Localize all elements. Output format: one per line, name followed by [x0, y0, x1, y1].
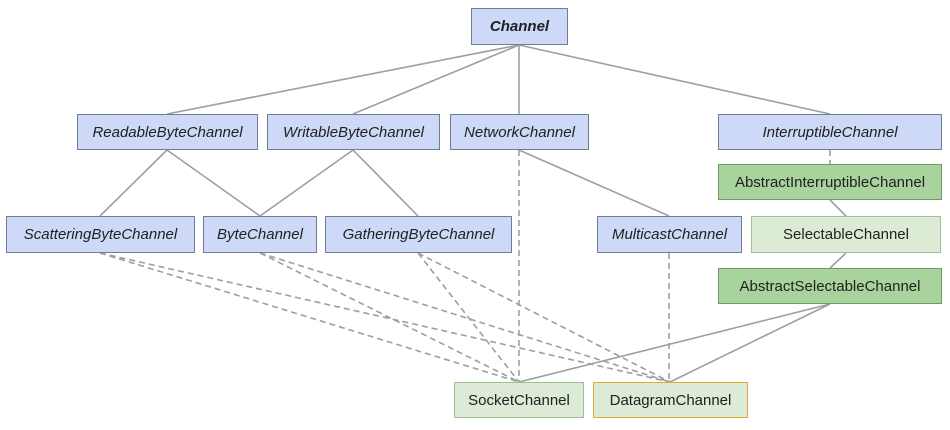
node-network-channel: NetworkChannel [450, 114, 589, 150]
node-interruptible-channel: InterruptibleChannel [718, 114, 942, 150]
edge-gathering-datagram [417, 252, 671, 383]
node-socket-channel: SocketChannel [454, 382, 584, 418]
node-readable-byte-channel: ReadableByteChannel [77, 114, 258, 150]
edge-channel-readable [166, 44, 520, 115]
edge-gathering-socket [417, 252, 520, 383]
edge-abstractselectable-socket [518, 303, 831, 383]
node-abstract-selectable-channel: AbstractSelectableChannel [718, 268, 942, 304]
node-datagram-channel: DatagramChannel [593, 382, 748, 418]
edge-network-multicast [518, 149, 670, 217]
edge-scattering-datagram [99, 252, 671, 383]
node-scattering-byte-channel: ScatteringByteChannel [6, 216, 195, 253]
edge-channel-writable [352, 44, 520, 115]
edge-byte-socket [259, 252, 520, 383]
node-writable-byte-channel: WritableByteChannel [267, 114, 440, 150]
node-gathering-byte-channel: GatheringByteChannel [325, 216, 512, 253]
edge-readable-byte [166, 149, 261, 217]
edge-abstractselectable-datagram [669, 303, 831, 383]
edge-writable-gathering [352, 149, 419, 217]
node-multicast-channel: MulticastChannel [597, 216, 742, 253]
node-abstract-interruptible-channel: AbstractInterruptibleChannel [718, 164, 942, 200]
edge-abstract-selectable [829, 199, 847, 217]
edge-byte-datagram [259, 252, 671, 383]
edge-writable-byte [259, 149, 354, 217]
edge-readable-scattering [99, 149, 168, 217]
node-channel: Channel [471, 8, 568, 45]
node-byte-channel: ByteChannel [203, 216, 317, 253]
edge-channel-interruptible [518, 44, 831, 115]
edge-scattering-socket [99, 252, 520, 383]
node-selectable-channel: SelectableChannel [751, 216, 941, 253]
edge-selectable-abstractselectable [829, 252, 847, 269]
